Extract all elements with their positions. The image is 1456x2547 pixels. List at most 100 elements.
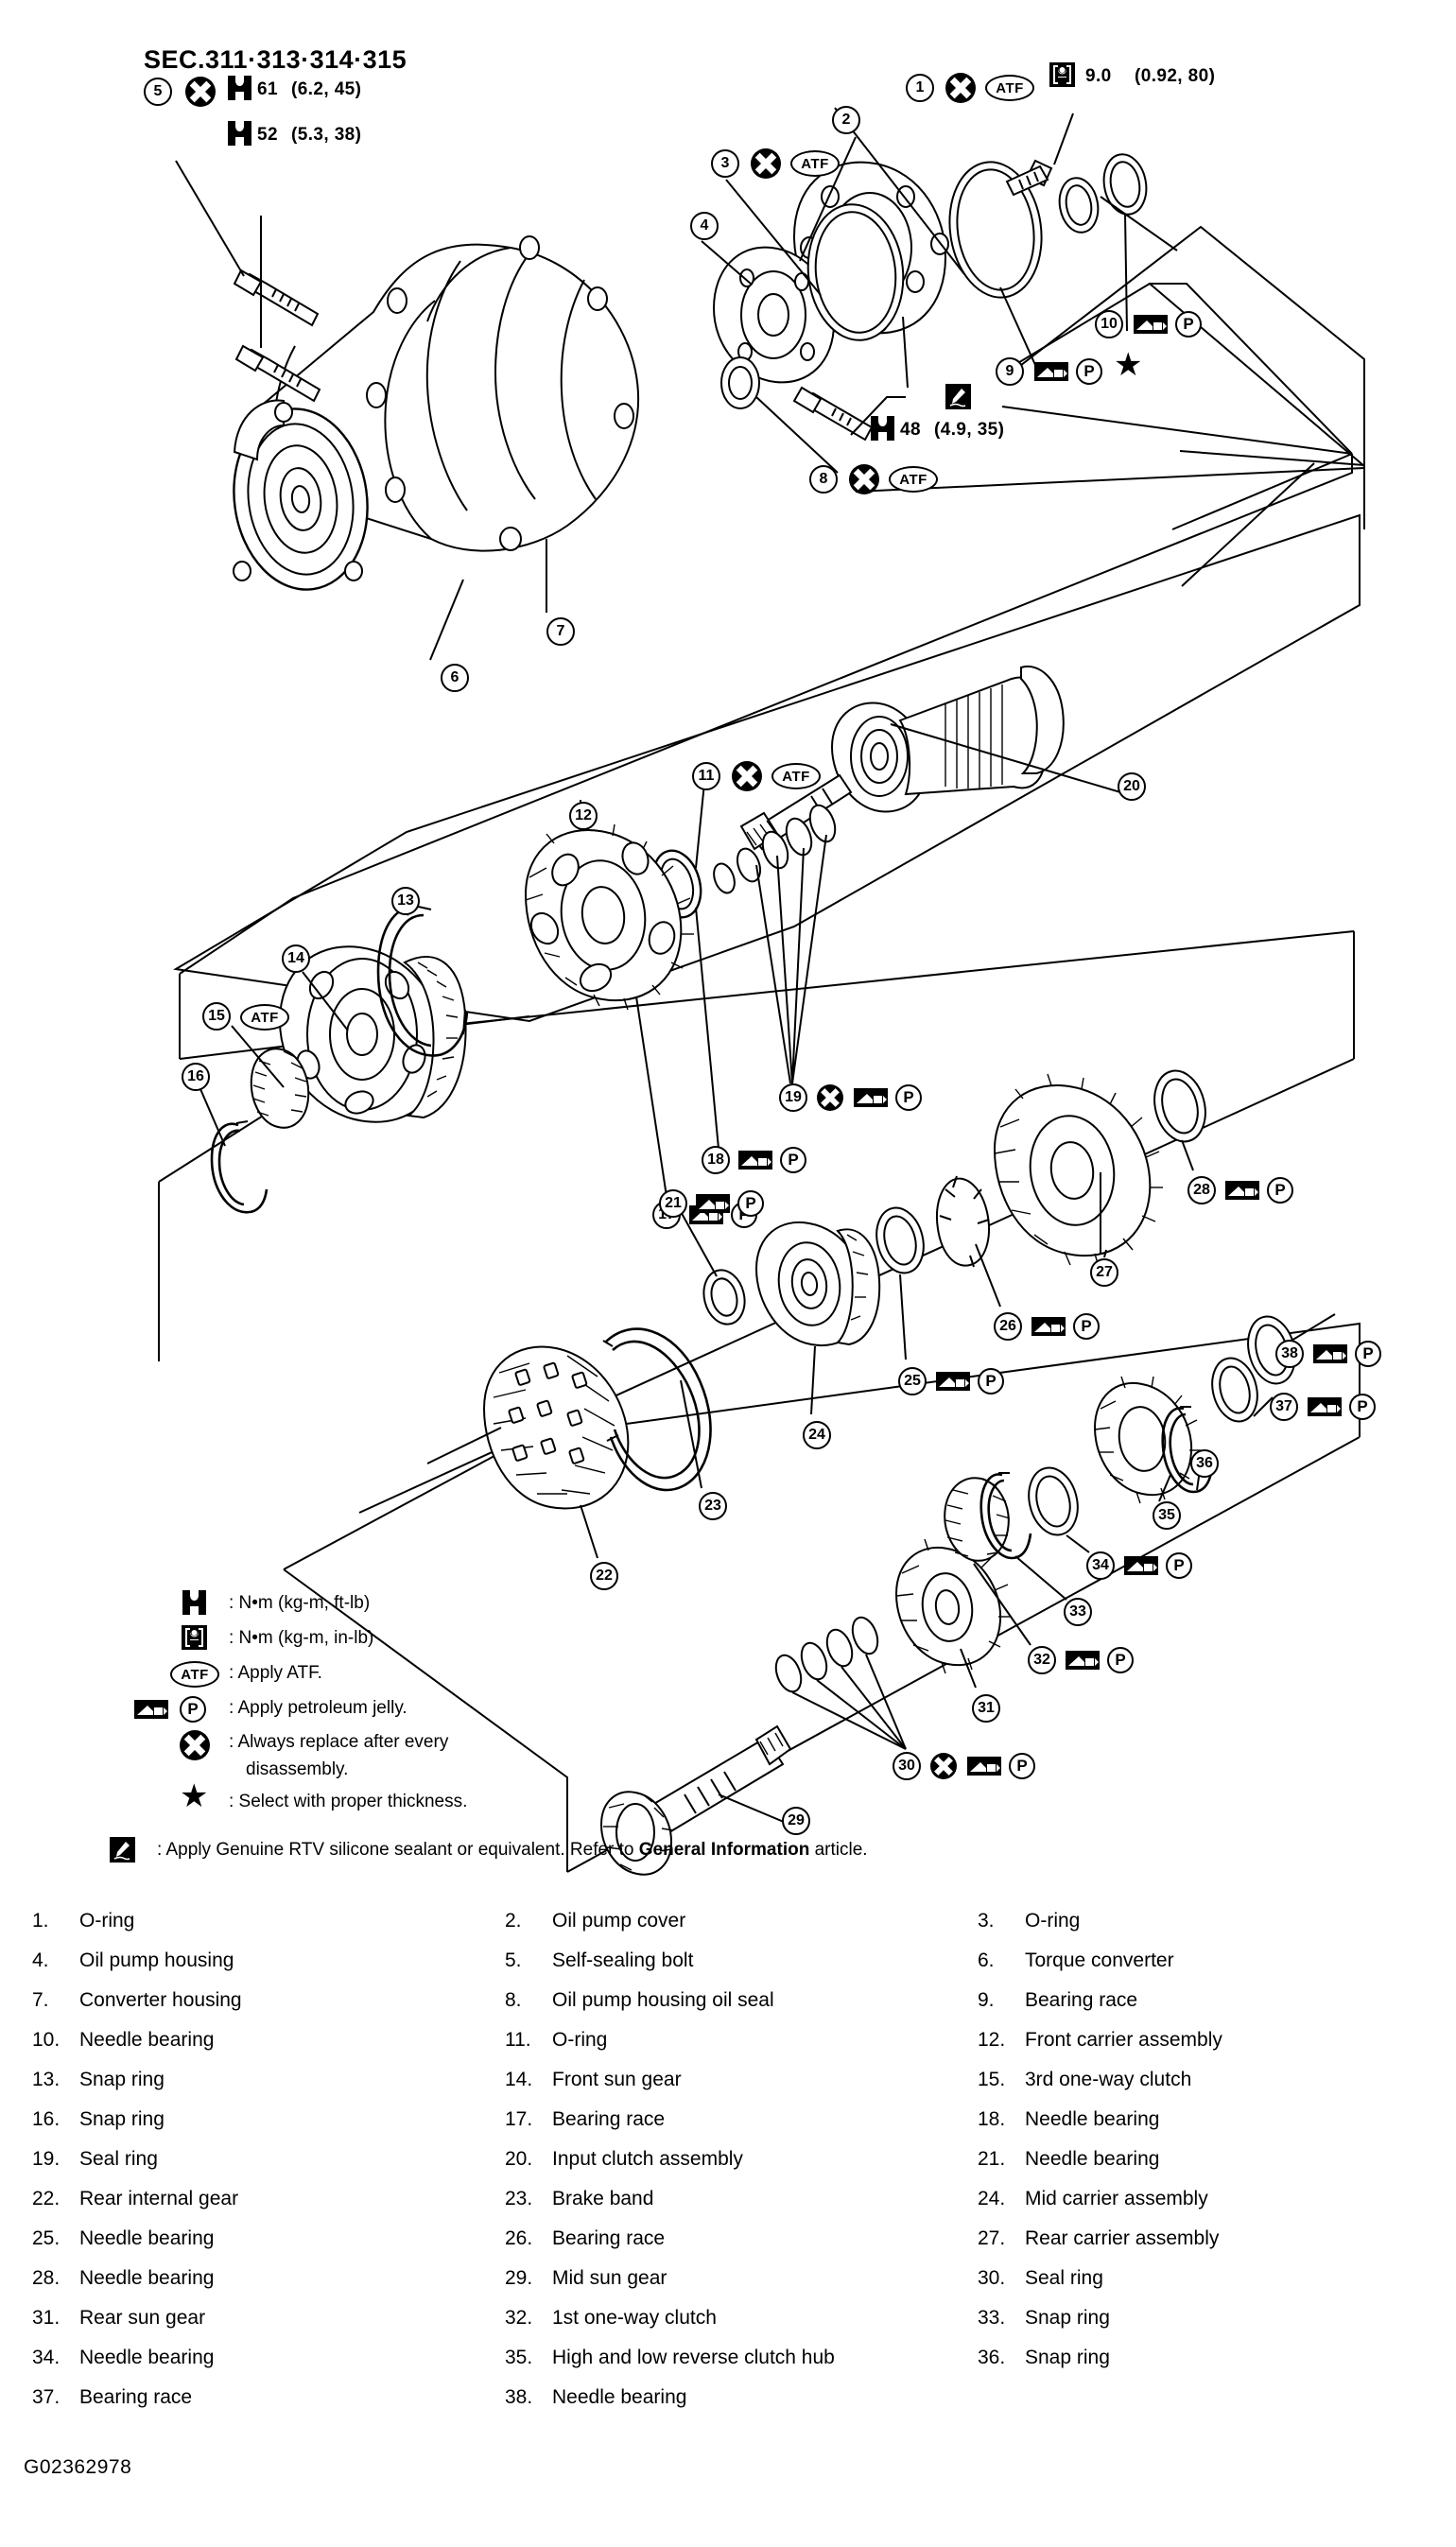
legend-text-bold: General Information: [638, 1840, 810, 1860]
part-number: 1.: [32, 1910, 49, 1932]
petroleum-jelly-icon: [854, 1088, 888, 1107]
petroleum-jelly-icon: [1313, 1344, 1347, 1363]
part-name: Needle bearing: [79, 2347, 215, 2368]
part-number: 18.: [978, 2108, 1006, 2130]
part-name: Converter housing: [79, 1989, 242, 2011]
callout-8: 8: [809, 465, 838, 494]
callout-10: 10: [1095, 310, 1123, 338]
petroleum-jelly-icon: [1066, 1651, 1100, 1670]
callout-27: 27: [1090, 1258, 1118, 1287]
torque-wrench-inlb-icon: [182, 1625, 207, 1650]
parts-cell: 20. Input clutch assembly: [494, 2148, 966, 2171]
part-number: 20.: [505, 2148, 533, 2170]
torque-paren-5: (6.2, 45): [291, 79, 362, 99]
legend-row-star: ★ : Select with proper thickness.: [142, 1780, 747, 1822]
part-name: Front carrier assembly: [1025, 2029, 1222, 2051]
petroleum-jelly-icon: [1134, 315, 1168, 334]
page-title: SEC.311·313·314·315: [144, 45, 407, 74]
parts-cell: 10.Needle bearing: [21, 2029, 494, 2052]
callout-33: 33: [1064, 1598, 1092, 1626]
callout-34: 34: [1086, 1551, 1115, 1580]
table-row: 25.Needle bearing 26.Bearing race 27.Rea…: [21, 2227, 1439, 2267]
part-number: 19.: [32, 2148, 61, 2170]
part-name: High and low reverse clutch hub: [552, 2347, 835, 2368]
part-name: Needle bearing: [552, 2386, 687, 2408]
part-number: 32.: [505, 2307, 533, 2329]
callout-4: 4: [690, 212, 719, 240]
part-number: 11.: [505, 2029, 531, 2051]
atf-oval-icon: ATF: [771, 763, 821, 789]
table-row: 7.Converter housing 8.Oil pump housing o…: [21, 1989, 1439, 2029]
legend-row-ftlb: : N•m (kg-m, ft-lb): [142, 1588, 747, 1623]
torque-paren-52: (5.3, 38): [291, 125, 362, 145]
parts-cell: 8.Oil pump housing oil seal: [494, 1989, 966, 2012]
rtv-sealant-icon: [945, 384, 971, 409]
parts-cell: 33.Snap ring: [966, 2307, 1439, 2330]
table-row: 22.Rear internal gear 23.Brake band 24.M…: [21, 2188, 1439, 2227]
part-name: Input clutch assembly: [552, 2148, 743, 2170]
callout-37: 37: [1270, 1393, 1298, 1421]
parts-cell: 21.Needle bearing: [966, 2148, 1439, 2171]
callout-6: 6: [441, 664, 469, 692]
atf-oval-icon: ATF: [889, 466, 938, 493]
torque-value-48: 48: [900, 420, 921, 440]
parts-cell: 28.Needle bearing: [21, 2267, 494, 2290]
part-number: 34.: [32, 2347, 61, 2368]
callout-30: 30: [893, 1752, 921, 1780]
petroleum-jelly-p-icon: P: [1009, 1753, 1035, 1779]
callout-14: 14: [282, 944, 310, 973]
petroleum-jelly-icon: [134, 1700, 168, 1719]
legend-text-tail: article.: [809, 1840, 868, 1860]
callout-12: 12: [569, 802, 598, 830]
part-number: 38.: [505, 2386, 533, 2408]
part-name: Oil pump housing: [79, 1949, 234, 1971]
callout-7: 7: [546, 617, 575, 646]
callout-25: 25: [898, 1367, 927, 1395]
part-number: 24.: [978, 2188, 1006, 2209]
petroleum-jelly-p-icon: P: [1267, 1177, 1293, 1204]
petroleum-jelly-icon: [1031, 1317, 1066, 1336]
legend: : N•m (kg-m, ft-lb) : N•m (kg-m, in-lb) …: [110, 1588, 868, 1880]
part-name: Self-sealing bolt: [552, 1949, 694, 1971]
parts-cell: 29.Mid sun gear: [494, 2267, 966, 2290]
part-name: Mid carrier assembly: [1025, 2188, 1208, 2209]
parts-cell: 26.Bearing race: [494, 2227, 966, 2250]
part-name: Bearing race: [79, 2386, 193, 2408]
always-replace-icon: [180, 1730, 210, 1760]
figure-code: G02362978: [24, 2456, 132, 2478]
parts-cell: 25.Needle bearing: [21, 2227, 494, 2250]
always-replace-icon: [751, 148, 781, 179]
part-number: 3.: [978, 1910, 995, 1932]
table-row: 16.Snap ring 17.Bearing race 18.Needle b…: [21, 2108, 1439, 2148]
part-number: 27.: [978, 2227, 1006, 2249]
always-replace-icon: [817, 1084, 843, 1111]
atf-oval-icon: ATF: [985, 75, 1034, 101]
table-row: 4.Oil pump housing 5.Self-sealing bolt 6…: [21, 1949, 1439, 1989]
part-number: 14.: [505, 2069, 533, 2090]
callout-31: 31: [972, 1694, 1000, 1723]
parts-cell: 7.Converter housing: [21, 1989, 494, 2012]
part-number: 36.: [978, 2347, 1006, 2368]
table-row: 28.Needle bearing 29.Mid sun gear 30.Sea…: [21, 2267, 1439, 2307]
parts-cell: 34. Needle bearing: [21, 2347, 494, 2369]
parts-cell: 5.Self-sealing bolt: [494, 1949, 966, 1972]
legend-text: : Apply ATF.: [229, 1663, 322, 1683]
torque-wrench-ftlb-icon: [182, 1590, 207, 1615]
parts-cell: 37.Bearing race: [21, 2386, 494, 2409]
always-replace-icon: [849, 464, 879, 494]
parts-cell: 24. Mid carrier assembly: [966, 2188, 1439, 2210]
parts-cell: 9.Bearing race: [966, 1989, 1439, 2012]
part-name: Needle bearing: [1025, 2148, 1160, 2170]
table-row: 10.Needle bearing 11.O-ring 12.Front car…: [21, 2029, 1439, 2069]
part-name: Needle bearing: [79, 2267, 215, 2289]
part-name: Rear sun gear: [79, 2307, 206, 2329]
parts-cell: 12.Front carrier assembly: [966, 2029, 1439, 2052]
parts-cell: 27.Rear carrier assembly: [966, 2227, 1439, 2250]
callout-20: 20: [1118, 772, 1146, 801]
part-name: O-ring: [79, 1910, 135, 1932]
callout-26: 26: [994, 1312, 1022, 1341]
part-name: Mid sun gear: [552, 2267, 667, 2289]
part-number: 23.: [505, 2188, 533, 2209]
part-name: Bearing race: [1025, 1989, 1138, 2011]
